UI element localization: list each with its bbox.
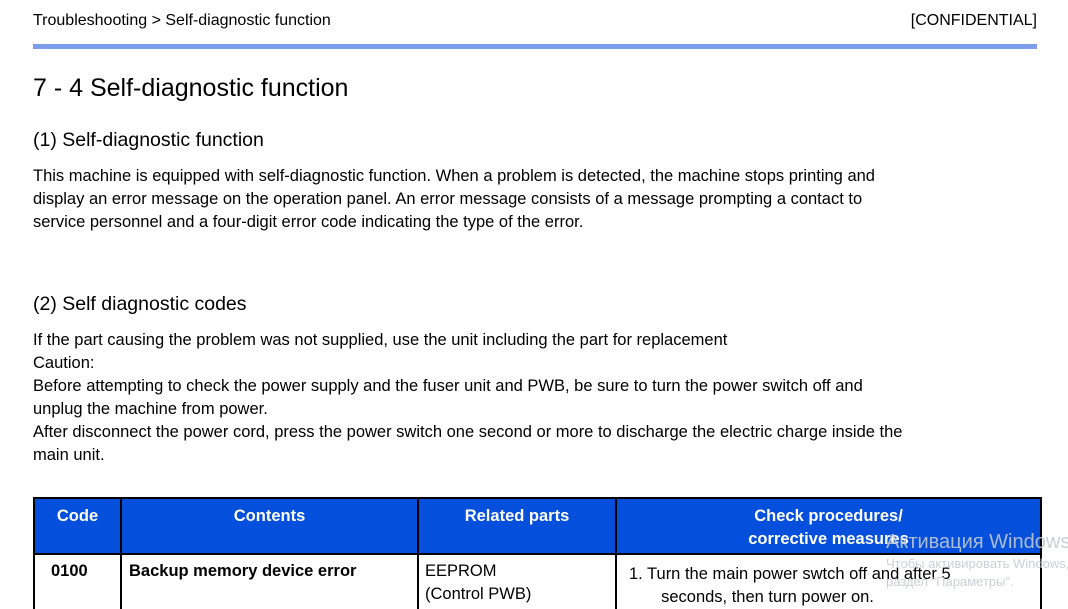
diagnostic-codes-table: Code Contents Related parts Check proced… [33, 497, 1042, 609]
breadcrumb: Troubleshooting > Self-diagnostic functi… [33, 12, 331, 29]
cell-check-procedures: 1. Turn the main power swtch off and aft… [615, 553, 1042, 609]
cell-related-parts: EEPROM (Control PWB) [417, 553, 617, 609]
header-divider-rule [33, 44, 1037, 49]
cell-error-code: 0100 [33, 553, 122, 609]
column-header-contents: Contents [120, 497, 419, 555]
page-header: Troubleshooting > Self-diagnostic functi… [0, 0, 1068, 31]
column-header-related-parts: Related parts [417, 497, 617, 555]
column-header-code: Code [33, 497, 122, 555]
section-1-body: This machine is equipped with self-diagn… [33, 167, 875, 231]
column-header-check-procedures: Check procedures/ corrective measures [615, 497, 1042, 555]
section-2-heading: (2) Self diagnostic codes [33, 293, 247, 315]
confidential-label: [CONFIDENTIAL] [910, 12, 1037, 29]
page-title: 7 - 4 Self-diagnostic function [33, 74, 349, 102]
section-1-heading: (1) Self-diagnostic function [33, 129, 264, 151]
table-header-row: Code Contents Related parts Check proced… [33, 497, 1042, 555]
section-2-body: If the part causing the problem was not … [33, 331, 903, 464]
table-row: 0100 Backup memory device error EEPROM (… [33, 553, 1042, 609]
cell-contents: Backup memory device error [120, 553, 419, 609]
